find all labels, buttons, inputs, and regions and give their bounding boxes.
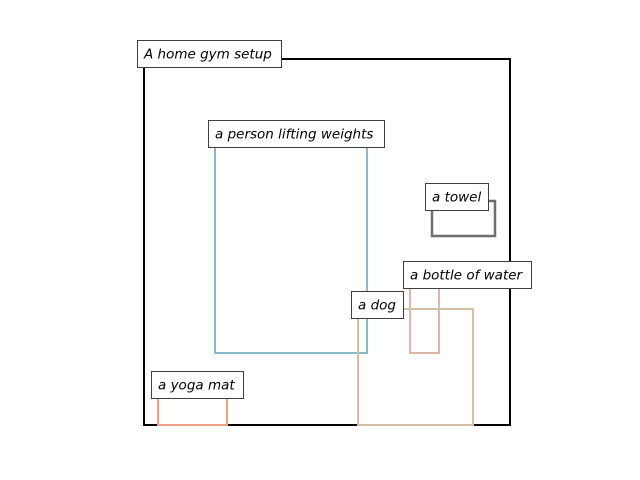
label-towel-bg: [425, 183, 489, 211]
region-person: [214, 133, 368, 354]
label-scene-text: A home gym setup: [143, 47, 272, 63]
label-bottle-text: a bottle of water: [410, 268, 524, 284]
dog-box: [357, 308, 474, 426]
region-scene: [143, 58, 511, 426]
region-dog: [357, 308, 474, 426]
person-box: [214, 133, 368, 354]
label-bottle-bg: [403, 261, 532, 289]
label-towel-text: a towel: [432, 190, 481, 206]
label-dog-text: a dog: [358, 298, 396, 314]
label-yoga-mat-text: a yoga mat: [158, 378, 235, 394]
label-bottle: a bottle of water: [403, 261, 532, 289]
label-dog-bg: [351, 291, 404, 319]
scene-box: [143, 58, 511, 426]
label-yoga-mat: a yoga mat: [151, 371, 244, 399]
label-scene: A home gym setup: [137, 40, 282, 68]
label-person-bg: [208, 120, 385, 148]
label-dog: a dog: [351, 291, 404, 319]
label-yoga-mat-bg: [151, 371, 244, 399]
label-towel: a towel: [425, 183, 489, 211]
label-person-text: a person lifting weights: [215, 127, 373, 143]
label-scene-bg: [137, 40, 282, 68]
label-person: a person lifting weights: [208, 120, 385, 148]
